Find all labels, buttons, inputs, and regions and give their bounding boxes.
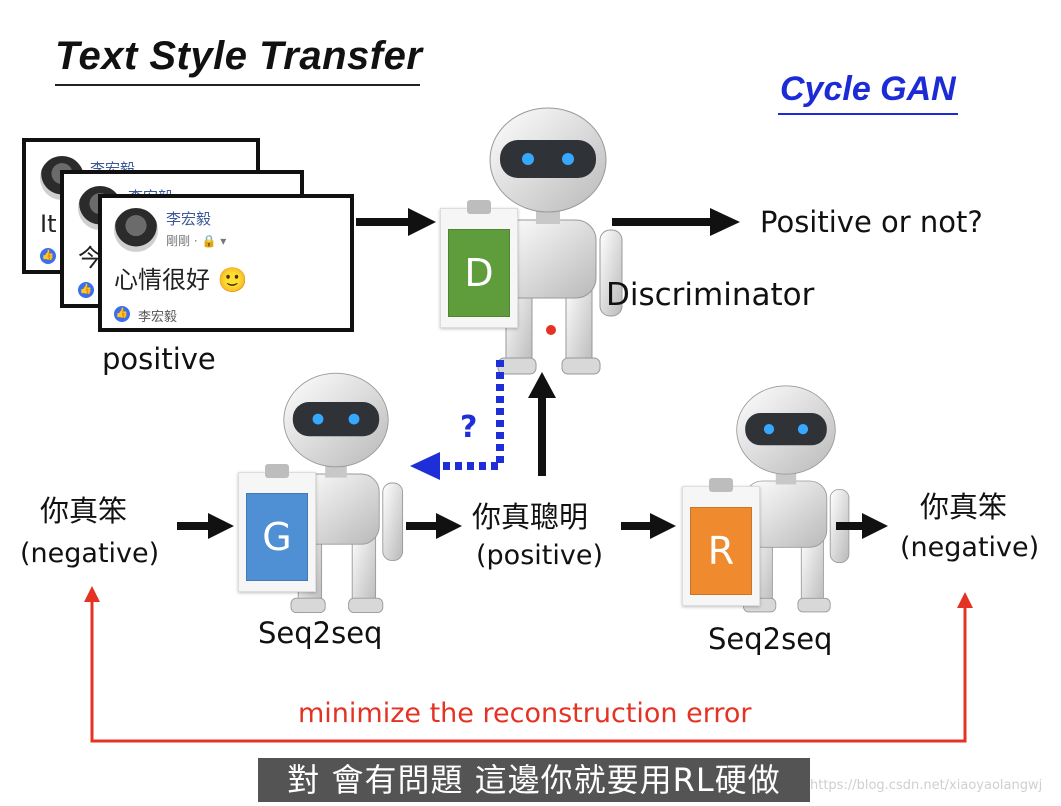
slide-title: Text Style Transfer — [55, 34, 423, 78]
reconstructor-card-face: R — [690, 507, 752, 595]
post-card-front: 李宏毅 剛剛 · 🔒 ▾ 心情很好 🙂 👍 李宏毅 — [98, 194, 354, 332]
card-clip — [709, 478, 733, 492]
input-sentiment: (negative) — [20, 538, 160, 569]
gradient-feedback-arrow — [410, 360, 504, 480]
like-icon: 👍 — [40, 248, 56, 264]
input-text: 你真笨 — [40, 494, 128, 528]
post-meta: 剛剛 · 🔒 ▾ — [166, 234, 227, 248]
middle-text: 你真聰明 — [472, 500, 589, 534]
generator-card: G — [238, 464, 316, 592]
like-icon: 👍 — [78, 282, 94, 298]
post-text: It — [40, 210, 57, 238]
reconstruction-label: minimize the reconstruction error — [298, 698, 752, 729]
positive-label: positive — [102, 342, 216, 376]
like-icon: 👍 — [114, 306, 130, 322]
subtitle-underline — [778, 113, 958, 115]
card-clip — [265, 464, 289, 478]
post-author: 李宏毅 — [166, 210, 212, 228]
slide-subtitle: Cycle GAN — [780, 70, 956, 108]
flow-arrows — [177, 208, 888, 539]
generator-caption: Seq2seq — [258, 616, 383, 650]
positive-or-not-label: Positive or not? — [760, 205, 983, 239]
output-sentiment: (negative) — [900, 532, 1040, 563]
reconstruction-loop — [84, 586, 973, 743]
output-text: 你真笨 — [920, 490, 1008, 524]
robot-indicator-light — [546, 325, 556, 335]
question-mark: ? — [460, 410, 478, 445]
video-subtitle: 對 會有問題 這邊你就要用RL硬做 — [258, 758, 810, 802]
post-text: 心情很好 🙂 — [114, 266, 248, 294]
watermark: https://blog.csdn.net/xiaoyaolangwj — [810, 778, 1043, 793]
avatar — [114, 208, 158, 252]
card-clip — [467, 200, 491, 214]
reconstructor-card: R — [682, 478, 760, 606]
title-underline — [55, 84, 420, 86]
post-liker: 李宏毅 — [138, 310, 178, 325]
discriminator-card-face: D — [448, 229, 510, 317]
reconstructor-caption: Seq2seq — [708, 622, 833, 656]
discriminator-card: D — [440, 200, 518, 328]
generator-card-face: G — [246, 493, 308, 581]
discriminator-label: Discriminator — [606, 277, 815, 313]
middle-sentiment: (positive) — [476, 540, 603, 571]
